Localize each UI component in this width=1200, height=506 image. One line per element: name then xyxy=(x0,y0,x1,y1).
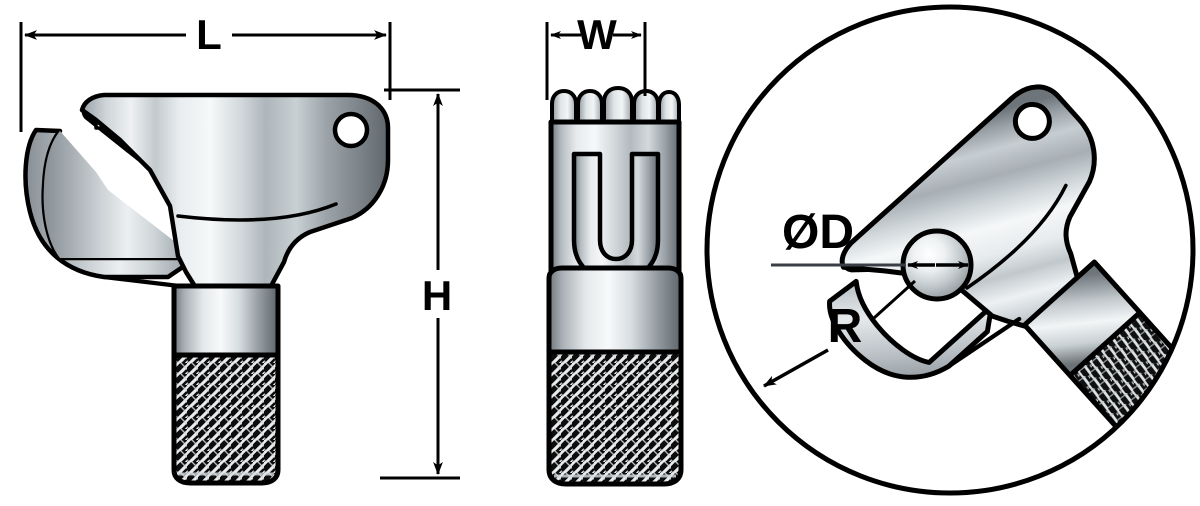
radius-label: R xyxy=(828,300,863,353)
dimension-width: W xyxy=(545,11,647,100)
detail-view xyxy=(704,4,1196,496)
detail-hook-jaw xyxy=(827,278,995,380)
prong-3 xyxy=(602,86,634,126)
radius-leader-arrow xyxy=(763,348,829,388)
front-handle-knurled-grip xyxy=(546,349,684,487)
height-label: H xyxy=(422,272,452,319)
front-view xyxy=(546,86,684,487)
detail-view-contents xyxy=(827,84,1192,460)
front-handle-collar xyxy=(546,265,684,355)
diameter-label: ØD xyxy=(782,206,854,259)
prong-2 xyxy=(576,89,604,126)
handle-assembly xyxy=(171,283,281,486)
pivot-hole xyxy=(332,111,370,149)
length-label: L xyxy=(196,11,222,58)
dimension-diameter: ØD xyxy=(771,206,969,269)
detail-body-contour-line xyxy=(965,183,1068,290)
prong-1 xyxy=(550,89,578,126)
detail-pivot-hole xyxy=(1012,101,1052,141)
detail-body-lower-contour xyxy=(946,316,1022,369)
dimension-height: H xyxy=(380,88,460,480)
radius-pointer-line xyxy=(872,279,917,320)
side-view xyxy=(23,92,391,486)
hook-throat xyxy=(43,131,196,258)
handle-collar xyxy=(171,283,281,358)
dimension-radius: R xyxy=(763,279,917,388)
handle-knurled-grip xyxy=(171,352,281,486)
width-label: W xyxy=(577,11,617,58)
body-contour-line xyxy=(176,202,338,222)
front-view-prongs xyxy=(550,86,681,126)
clamp-body xyxy=(79,92,391,291)
prong-5 xyxy=(657,90,681,126)
detail-view-boundary-circle xyxy=(704,4,1196,496)
dimension-length: L xyxy=(19,11,392,132)
